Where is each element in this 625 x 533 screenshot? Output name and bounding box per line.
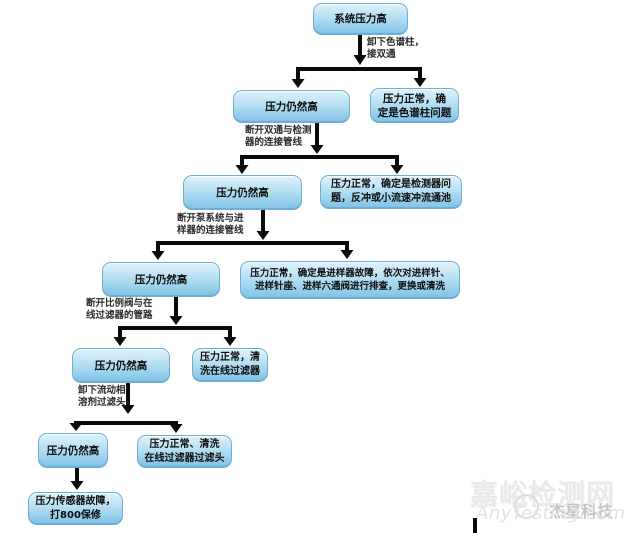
node-normal-clean-filter-head: 压力正常、清洗 在线过滤器过滤头 [137,435,232,468]
node-pressure-sensor-fault: 压力传感器故障， 打800保修 [28,492,123,525]
node-system-pressure-high: 系统压力高 [313,3,408,35]
node-pressure-still-high-3: 压力仍然高 [102,262,220,297]
jiexing-logo-icon [514,494,539,519]
node-pressure-still-high-2: 压力仍然高 [183,175,302,210]
edge-label-disconnect-union-detector: 断开双通与检测 器的连接管线 [245,125,312,148]
node-normal-injector-fault: 压力正常，确定是进样器故障，依次对进样针、 进样针座、进样六通阀进行排查，更换或… [240,261,460,299]
node-pressure-still-high-1: 压力仍然高 [233,90,350,123]
crop-artifact-mark [473,518,477,533]
edge-label-disconnect-valve-filter: 断开比例阀与在 线过滤器的管路 [86,298,153,321]
watermark-brand: 杰星科技 [549,502,614,521]
edge-label-remove-column: 卸下色谱柱， 接双通 [367,37,425,60]
watermark-site-name: 嘉峪检测网 [470,478,616,511]
node-pressure-still-high-5: 压力仍然高 [38,433,108,468]
node-normal-column-problem: 压力正常，确 定是色谱柱问题 [370,88,459,123]
node-pressure-still-high-4: 压力仍然高 [72,348,170,383]
edge-label-remove-solvent-filter-head: 卸下流动相 溶剂过滤头 [78,385,126,408]
edge-label-disconnect-pump-injector: 断开泵系统与进 样器的连接管线 [177,213,244,236]
node-normal-detector-problem: 压力正常，确定是检测器问 题，反冲或小流速冲流通池 [320,175,462,209]
watermark-site-url: AnyTesting.com [476,503,625,524]
node-normal-clean-inline-filter: 压力正常，清 洗在线过滤器 [192,348,268,382]
